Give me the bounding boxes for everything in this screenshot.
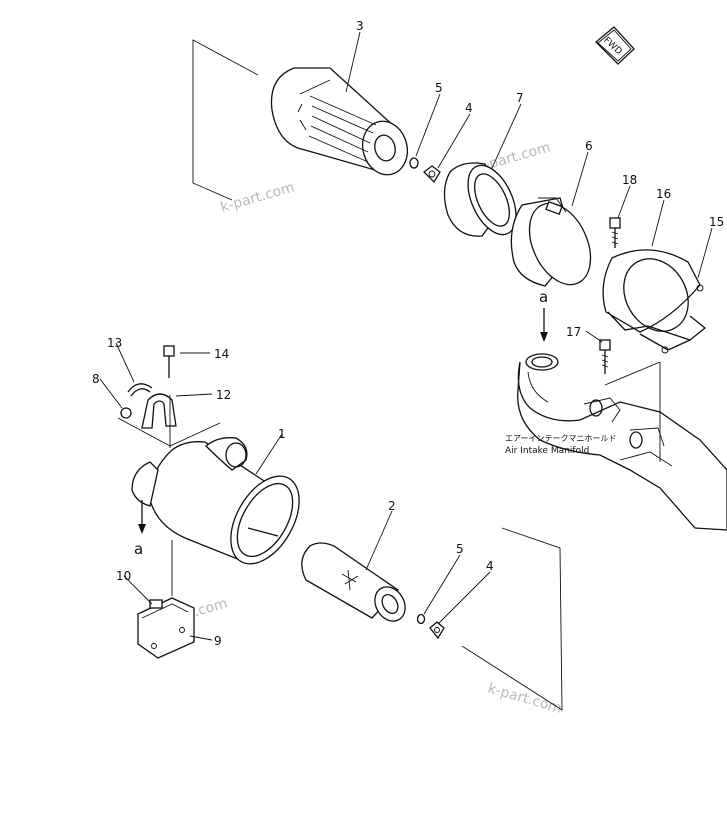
lower-bracket-lines [461, 527, 563, 711]
part-number-3: 3 [356, 19, 364, 33]
connection-marker-upper: a [539, 288, 548, 342]
part-number-4-lower: 4 [486, 559, 494, 573]
part-number-labels: 3 5 4 7 6 18 16 15 17 13 14 8 12 1 2 5 4… [92, 19, 724, 648]
fwd-label: FWD [601, 36, 623, 58]
manifold-label-japanese: エアーインテークマニホールド [505, 434, 617, 443]
part-number-1: 1 [278, 427, 286, 441]
leader-lines [99, 31, 713, 641]
lower-mounting-bracket [137, 597, 195, 659]
part-number-4-upper: 4 [465, 101, 473, 115]
inner-filter-element [301, 542, 406, 622]
seal-ring [443, 162, 517, 237]
marker-a-lower: a [134, 540, 143, 558]
part-number-12: 12 [216, 388, 231, 402]
part-number-5-upper: 5 [435, 81, 443, 95]
connection-marker-lower: a [134, 500, 146, 558]
air-cleaner-cover [510, 197, 592, 287]
upper-washer [409, 157, 419, 169]
fwd-direction-badge: FWD [595, 26, 635, 65]
part-number-13: 13 [107, 336, 122, 350]
part-number-17: 17 [566, 325, 581, 339]
part-number-2: 2 [388, 499, 396, 513]
lower-washer [416, 613, 426, 625]
part-number-7: 7 [516, 91, 524, 105]
marker-a-upper: a [539, 288, 548, 306]
part-number-8: 8 [92, 372, 100, 386]
part-number-9: 9 [214, 634, 222, 648]
part-number-10: 10 [116, 569, 131, 583]
part-number-16: 16 [656, 187, 671, 201]
upper-wing-nut [423, 165, 441, 184]
part-number-6: 6 [585, 139, 593, 153]
hose-clamp-group [117, 345, 221, 447]
bolt-18 [609, 217, 621, 248]
manifold-label-english: Air Intake Manifold [505, 446, 589, 456]
part-number-14: 14 [214, 347, 229, 361]
lower-wing-nut [429, 621, 445, 640]
air-cleaner-body [131, 395, 300, 596]
upper-bracket-lines [192, 39, 259, 201]
part-number-5-lower: 5 [456, 542, 464, 556]
part-number-15: 15 [709, 215, 724, 229]
air-intake-manifold [517, 353, 727, 531]
mounting-band [602, 249, 707, 354]
outer-filter-element [270, 67, 409, 176]
part-number-18: 18 [622, 173, 637, 187]
watermark-1: k-part.com [219, 179, 297, 215]
bolt-17 [599, 339, 611, 374]
